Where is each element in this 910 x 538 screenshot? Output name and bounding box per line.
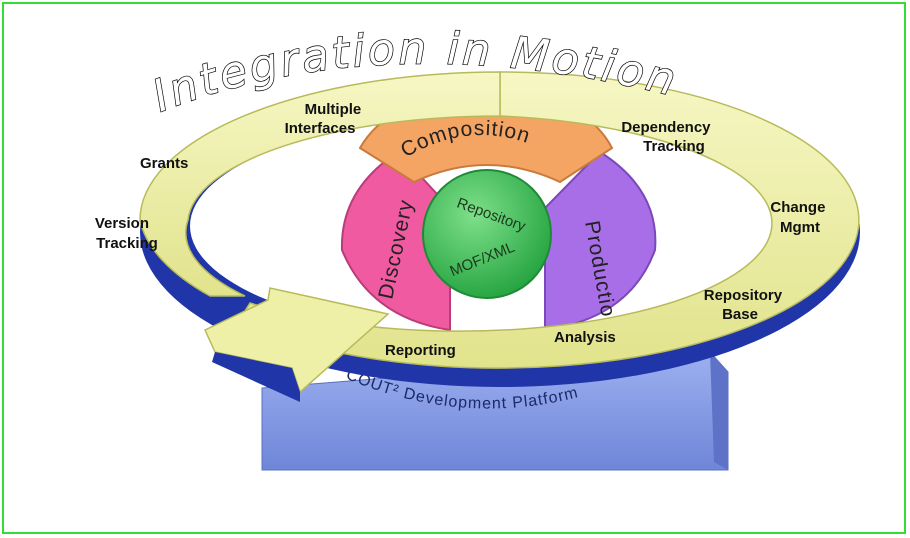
reporting-label: Reporting: [385, 342, 456, 359]
central-wheel: Composition Production Discovery Reposit…: [340, 88, 657, 332]
integration-ring: [139, 71, 860, 402]
analysis-label: Analysis: [554, 329, 616, 346]
discovery-segment: [340, 150, 451, 332]
version-tracking-label: Version Tracking: [95, 215, 158, 252]
ring-left-band: [139, 71, 501, 297]
dependency-tracking-label: Dependency Tracking: [621, 119, 714, 155]
ring-arrow-head: [204, 287, 390, 394]
ring-labels: Multiple Interfaces Grants Version Track…: [95, 101, 829, 359]
repository-core: [422, 169, 552, 299]
repository-base-label: Repository Base: [704, 287, 787, 323]
change-mgmt-label: Change Mgmt: [770, 199, 829, 236]
multiple-interfaces-label: Multiple Interfaces: [285, 101, 366, 137]
grants-label: Grants: [140, 155, 188, 172]
